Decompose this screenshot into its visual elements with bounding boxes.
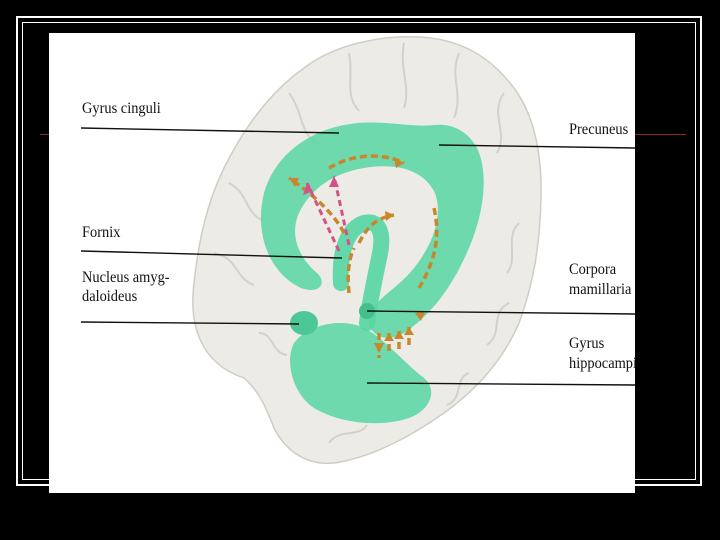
label-corpora-mamillaria-line1: Corpora — [569, 261, 616, 278]
label-corpora-mamillaria-line2: mamillaria — [569, 281, 631, 298]
label-gyrus-hippocampi-line1: Gyrus — [569, 335, 604, 352]
label-nucleus-amygdaloideus-line1: Nucleus amyg- — [82, 269, 170, 286]
label-gyrus-hippocampi-line2: hippocampi — [569, 355, 637, 372]
brain-limbic-figure: Gyrus cinguli Fornix Nucleus amyg- daloi… — [49, 33, 635, 493]
amygdala-region — [290, 311, 318, 335]
label-fornix: Fornix — [82, 224, 120, 241]
label-nucleus-amygdaloideus-line2: daloideus — [82, 288, 137, 305]
label-gyrus-cinguli: Gyrus cinguli — [82, 100, 161, 117]
label-precuneus: Precuneus — [569, 121, 628, 138]
title-rule-right — [634, 134, 686, 135]
